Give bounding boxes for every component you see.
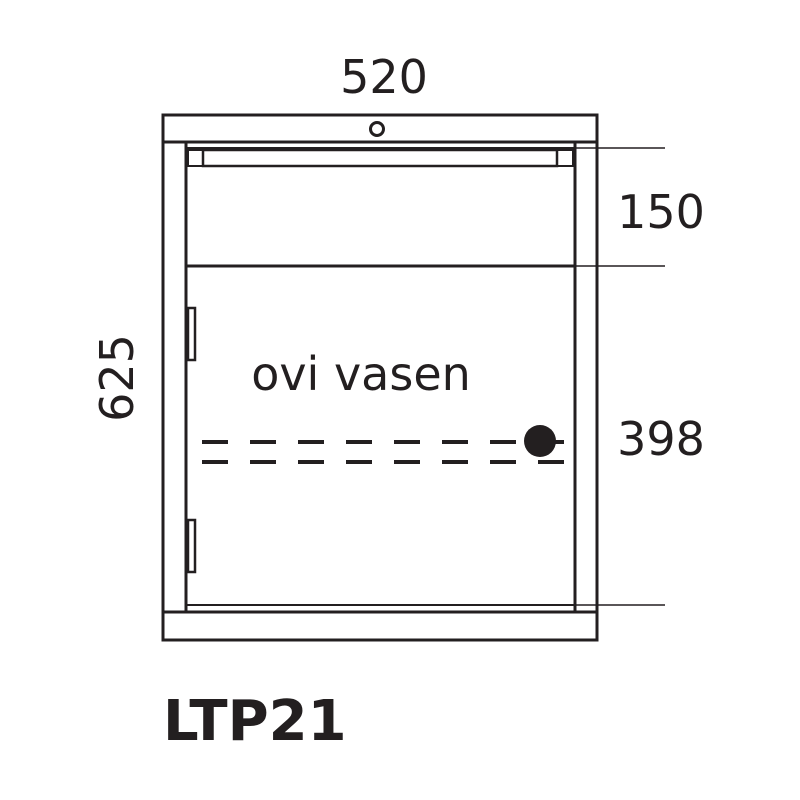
drawer-height-dimension-label: 150 (617, 185, 705, 239)
upper-hinge (186, 306, 197, 362)
drawer-rail (201, 148, 559, 168)
width-dimension-label: 520 (340, 50, 428, 104)
drawer-left-bracket (187, 149, 204, 167)
door-height-dimension-label: 398 (617, 412, 705, 466)
door: ovi vasen (186, 306, 570, 574)
door-label: ovi vasen (251, 347, 471, 401)
height-dimension-label: 625 (90, 334, 144, 422)
cabinet-body (161, 113, 599, 642)
dimension-lines (575, 147, 665, 606)
door-lock-icon (524, 425, 556, 457)
drawer-right-bracket (556, 149, 574, 167)
model-code: LTP21 (163, 689, 347, 754)
drawer (186, 148, 575, 268)
lower-hinge (186, 518, 197, 574)
top-lock-icon (369, 121, 385, 137)
cabinet-outer-frame (161, 113, 599, 642)
